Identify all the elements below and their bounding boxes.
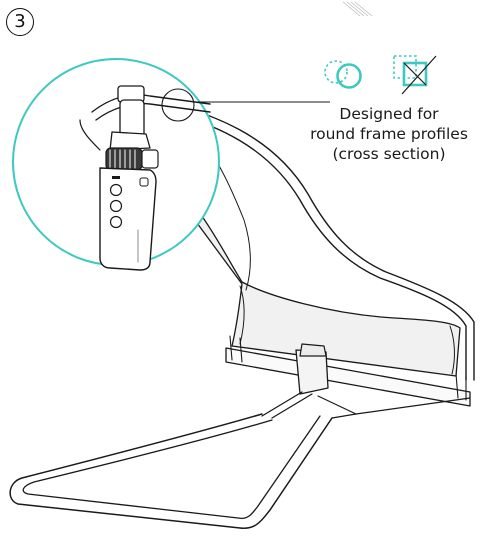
round-profile-ok-icon <box>324 60 362 89</box>
callout-line-1: Designed for <box>339 105 439 123</box>
bouncer-frame <box>9 97 475 529</box>
callout-line-2: round frame profiles <box>310 125 468 143</box>
profile-callout: Designed for round frame profiles (cross… <box>296 104 482 164</box>
bouncer-seat-fabric <box>151 161 461 377</box>
callout-line-3: (cross section) <box>332 145 446 163</box>
clip-device-zoomed <box>79 85 211 271</box>
square-profile-crossed-icon <box>393 55 437 95</box>
corner-scribble <box>342 1 373 17</box>
step-number-badge: 3 <box>6 8 34 36</box>
step-number: 3 <box>14 11 26 32</box>
